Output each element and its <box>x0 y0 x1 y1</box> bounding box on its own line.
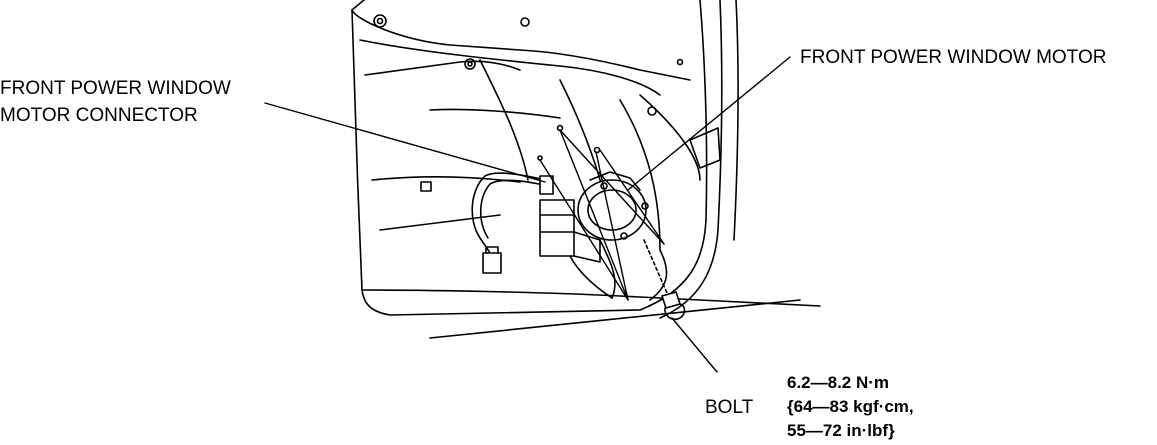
torque-spec-line2: {64—83 kgf·cm, <box>787 397 914 416</box>
leader-lines <box>264 56 791 373</box>
torque-spec-line1: 6.2—8.2 N·m <box>787 373 890 392</box>
motor-bolt-leader-a <box>559 129 629 301</box>
bolt-leader <box>671 317 718 373</box>
service-holes <box>373 14 684 192</box>
motor-leader <box>627 56 791 191</box>
connector-harness <box>471 172 554 274</box>
connector-label-line1: FRONT POWER WINDOW <box>0 78 231 99</box>
bolt-drawing <box>643 239 686 321</box>
motor-bolt-leader-b <box>595 151 629 301</box>
torque-spec-line3: 55—72 in·lbf} <box>787 421 895 440</box>
bolt-label: BOLT <box>705 397 754 418</box>
connector-leader <box>264 102 546 183</box>
motor-bolt-leader-c <box>539 159 629 301</box>
motor-bolt-leader-e <box>599 149 665 245</box>
motor-bolt-leader-d <box>559 129 665 245</box>
window-motor-assembly <box>539 171 649 299</box>
door-inner-panel <box>351 0 821 339</box>
connector-label-line2: MOTOR CONNECTOR <box>0 105 198 126</box>
motor-label: FRONT POWER WINDOW MOTOR <box>800 47 1107 68</box>
